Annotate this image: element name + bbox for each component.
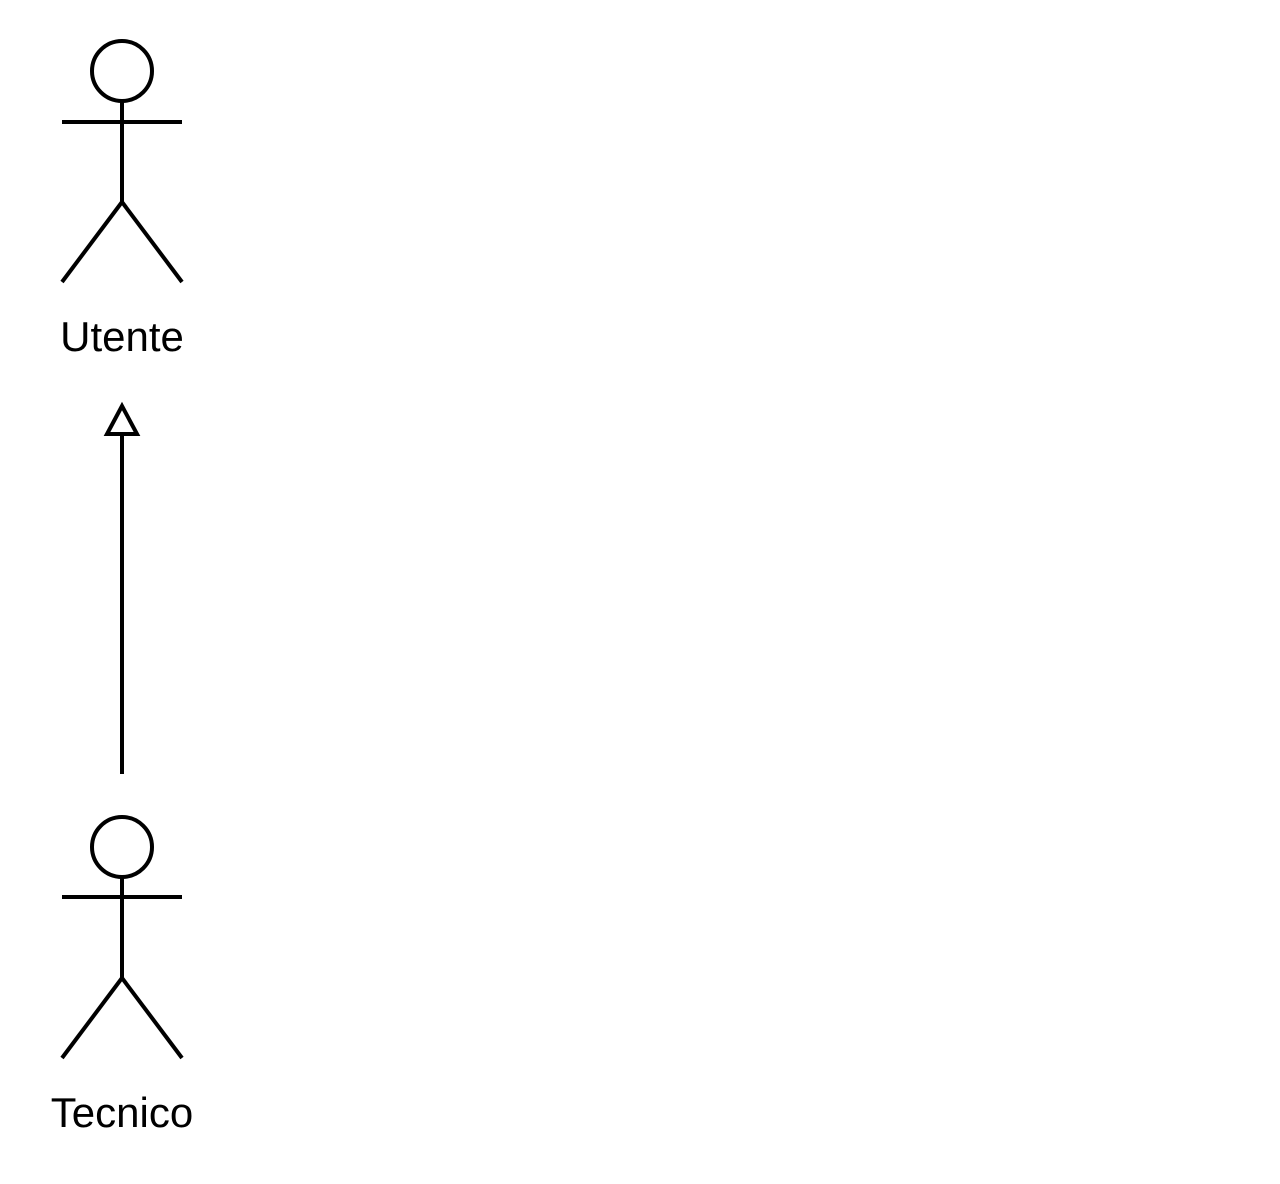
actor-left-leg [60,976,124,1060]
actor-head [90,39,154,103]
hollow-triangle-arrowhead-icon [103,401,141,436]
actor-label-tecnico: Tecnico [51,1089,193,1136]
actor-label-utente: Utente [60,313,184,360]
actor-tecnico[interactable]: Tecnico [51,815,193,1136]
actor-head [90,815,154,879]
stick-figure-actor-icon [60,815,184,1060]
actor-right-leg [120,976,184,1060]
actor-utente[interactable]: Utente [60,39,184,360]
stick-figure-actor-icon [60,39,184,284]
actor-left-leg [60,200,124,284]
actor-right-leg [120,200,184,284]
generalization-arrow[interactable] [103,401,141,774]
